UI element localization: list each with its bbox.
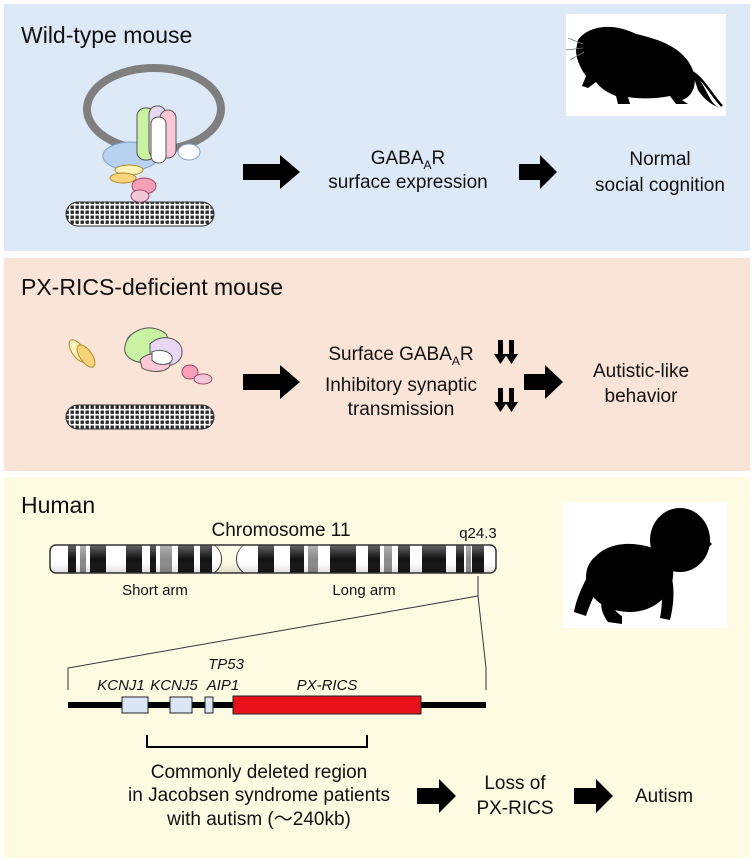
human-arrow-1 bbox=[417, 779, 456, 813]
gene-label-px-rics: PX-RICS bbox=[297, 677, 358, 694]
wild-type-title: Wild-type mouse bbox=[21, 22, 192, 48]
gene-map bbox=[68, 695, 486, 715]
human-panel: Human Chromosome 11 q24.3 bbox=[4, 477, 750, 858]
gene-label-kcnj5: KCNJ5 bbox=[150, 677, 198, 694]
mouse-silhouette-image bbox=[565, 14, 726, 116]
kcnj1-gene-box bbox=[121, 696, 149, 714]
deficient-title: PX-RICS-deficient mouse bbox=[21, 274, 283, 300]
wild-type-gabaar-text: GABAAR bbox=[371, 148, 446, 172]
wild-type-arrow-1 bbox=[243, 155, 300, 189]
baby-silhouette-image bbox=[563, 502, 727, 628]
wild-type-result-line2: social cognition bbox=[595, 175, 725, 196]
deleted-region-bracket bbox=[146, 735, 368, 748]
wild-type-receptor-illustration bbox=[65, 64, 225, 227]
deleted-region-line2: in Jacobsen syndrome patients bbox=[128, 785, 390, 806]
decrease-double-arrow-2 bbox=[494, 388, 518, 412]
gene-label-tp53: TP53 bbox=[208, 656, 245, 673]
tp53aip1-gene-box bbox=[204, 696, 214, 714]
chromosome-ideogram bbox=[49, 544, 497, 574]
loss-of-line1: Loss of bbox=[484, 773, 546, 794]
human-title: Human bbox=[21, 492, 95, 518]
decrease-double-arrow-1 bbox=[494, 340, 518, 364]
zoom-line-right bbox=[477, 576, 487, 690]
band-label: q24.3 bbox=[459, 525, 497, 542]
deficient-panel-background bbox=[4, 258, 750, 471]
wild-type-surface-expression-text: surface expression bbox=[328, 172, 487, 193]
short-arm-label: Short arm bbox=[122, 582, 188, 599]
loss-of-line2: PX-RICS bbox=[476, 798, 553, 819]
human-arrow-2 bbox=[574, 779, 613, 813]
long-arm-label: Long arm bbox=[332, 582, 395, 599]
zoom-line-left bbox=[67, 595, 479, 690]
chromosome-label: Chromosome 11 bbox=[211, 520, 350, 541]
deficient-panel: PX-RICS-deficient mouse Surface GABAAR I… bbox=[4, 258, 750, 471]
deleted-region-line3: with autism (～240kb) bbox=[166, 809, 351, 830]
deficient-arrow-1 bbox=[243, 365, 300, 399]
autism-text: Autism bbox=[635, 786, 693, 807]
gene-label-aip1: AIP1 bbox=[206, 677, 240, 694]
gene-label-kcnj1: KCNJ1 bbox=[97, 677, 145, 694]
kcnj5-gene-box bbox=[169, 696, 193, 714]
deficient-receptor-illustration bbox=[65, 327, 215, 430]
deficient-arrow-2 bbox=[524, 365, 563, 399]
deficient-inhibitory-text: Inhibitory synaptic bbox=[325, 375, 477, 396]
deleted-region-line1: Commonly deleted region bbox=[151, 762, 368, 783]
deficient-result-line1: Autistic-like bbox=[593, 361, 689, 382]
deficient-surface-gabaar-text: Surface GABAAR bbox=[328, 344, 473, 368]
wild-type-arrow-2 bbox=[519, 155, 557, 189]
px-rics-gene-box bbox=[232, 695, 422, 715]
deficient-result-line2: behavior bbox=[605, 386, 679, 407]
wild-type-result-line1: Normal bbox=[629, 149, 690, 170]
deficient-transmission-text: transmission bbox=[348, 399, 455, 420]
wild-type-panel: Wild-type mouse GABAAR surface expressio… bbox=[4, 4, 750, 251]
